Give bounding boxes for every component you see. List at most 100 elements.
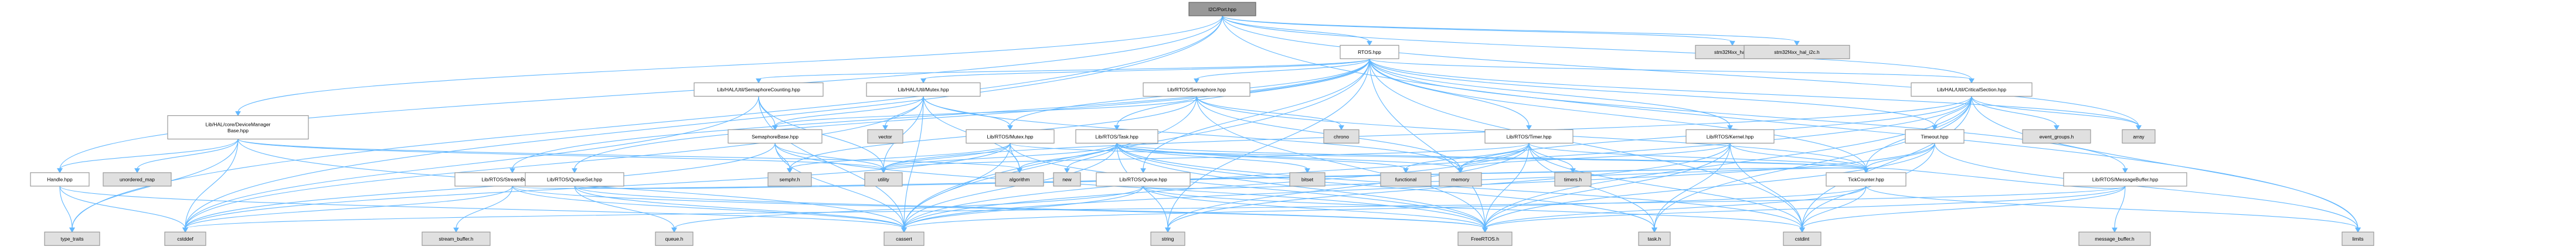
node-typetraits: type_traits	[44, 231, 100, 246]
node-halmutex[interactable]: Lib/HAL/Util/Mutex.hpp	[866, 82, 981, 97]
node-libsem[interactable]: Lib/RTOS/Semaphore.hpp	[1143, 82, 1250, 97]
edge-libsem-to-freertos	[1196, 96, 1486, 229]
node-label: Lib/RTOS/Timer.hpp	[1507, 133, 1552, 139]
node-box	[164, 231, 206, 246]
edge-queueset-to-tickcounter	[574, 167, 1867, 189]
node-box	[44, 231, 100, 246]
edge-rtos-to-msgbuf	[1369, 59, 2126, 169]
node-tickcounter[interactable]: TickCounter.hpp	[1826, 172, 1906, 187]
edge-task-to-utility	[883, 143, 1117, 170]
edge-rtos-to-streambuf	[512, 59, 1370, 169]
node-label: message_buffer.h	[2095, 236, 2135, 242]
edge-arrowhead	[1114, 125, 1120, 131]
node-label: stream_buffer.h	[439, 236, 474, 242]
node-chrono: chrono	[1323, 129, 1360, 144]
edge-rtos-to-kernel	[1369, 59, 1731, 126]
node-label: Lib/HAL/Util/Mutex.hpp	[898, 87, 949, 93]
node-task[interactable]: Lib/RTOS/Task.hpp	[1075, 129, 1158, 144]
node-box	[2341, 231, 2374, 246]
node-box	[1457, 231, 1513, 246]
edge-arrowhead	[1482, 227, 1488, 233]
node-box	[1289, 172, 1326, 187]
edge-arrowhead	[57, 168, 63, 173]
edge-streambuf-to-freertos	[512, 186, 1486, 229]
edge-arrowhead	[1729, 40, 1735, 46]
edge-sembase-to-cassert	[774, 143, 905, 229]
edge-task-to-freertos	[1116, 143, 1486, 229]
edge-halmutex-to-sembase	[774, 96, 924, 126]
node-queueset[interactable]: Lib/RTOS/QueueSet.hpp	[525, 172, 624, 187]
node-msgbuf[interactable]: Lib/RTOS/MessageBuffer.hpp	[2063, 172, 2187, 187]
node-timer[interactable]: Lib/RTOS/Timer.hpp	[1484, 129, 1574, 144]
edge-rtosmutex-to-utility	[883, 143, 1011, 170]
edge-task-to-cassert	[903, 143, 1117, 229]
node-box	[1075, 129, 1158, 144]
node-port[interactable]: I2C/Port.hpp	[1188, 2, 1256, 16]
node-box	[103, 172, 172, 187]
node-label: Lib/RTOS/Task.hpp	[1095, 133, 1139, 139]
node-box	[1685, 129, 1775, 144]
edge-kernel-to-cstdint	[1729, 143, 1803, 229]
node-algorithm: algorithm	[995, 172, 1044, 187]
edge-halmutex-to-rtosmutex	[923, 96, 1011, 126]
edge-timeout-to-freertos	[1484, 143, 1935, 229]
node-box	[1484, 129, 1574, 144]
edge-devmgr-to-unorderedmap	[137, 139, 239, 170]
node-memory: memory	[1439, 172, 1482, 187]
node-rtosmutex[interactable]: Lib/RTOS/Mutex.hpp	[966, 129, 1055, 144]
node-semcount[interactable]: Lib/HAL/Util/SemaphoreCounting.hpp	[694, 82, 824, 97]
edge-kernel-to-memory	[1460, 143, 1731, 170]
node-timeout[interactable]: Timeout.hpp	[1905, 129, 1965, 144]
edge-timeout-to-limits	[1934, 143, 2358, 229]
node-rtos[interactable]: RTOS.hpp	[1340, 44, 1399, 59]
node-label: Base.hpp	[227, 128, 249, 133]
node-box	[694, 82, 824, 97]
edge-arrowhead	[2355, 227, 2361, 233]
edge-rtos-to-rtosqueue	[1143, 59, 1370, 169]
edge-arrowhead	[1457, 168, 1463, 173]
edge-rtos-to-cstdint	[1369, 59, 1803, 229]
node-label: unordered_map	[120, 177, 155, 183]
edge-timer-to-freertos	[1484, 143, 1530, 229]
node-sembase[interactable]: SemaphoreBase.hpp	[728, 129, 823, 144]
node-rtosqueue[interactable]: Lib/RTOS/Queue.hpp	[1096, 172, 1191, 187]
edge-devmgr-to-cstddef	[185, 139, 239, 229]
node-timers: timers.h	[1554, 172, 1592, 187]
edge-arrowhead	[1338, 125, 1344, 131]
node-label: Lib/HAL/core/DeviceManager	[205, 121, 270, 127]
node-box	[1380, 172, 1432, 187]
edge-halmutex-to-cstddef	[185, 96, 924, 229]
node-unorderedmap: unordered_map	[103, 172, 172, 187]
node-critsect[interactable]: Lib/HAL/Util/CriticalSection.hpp	[1911, 82, 2033, 97]
node-kernel[interactable]: Lib/RTOS/Kernel.hpp	[1685, 129, 1775, 144]
edge-arrowhead	[1165, 227, 1171, 233]
edge-rtosmutex-to-cassert	[903, 143, 1011, 229]
node-label: Lib/HAL/Util/SemaphoreCounting.hpp	[717, 87, 800, 93]
node-handle[interactable]: Handle.hpp	[30, 172, 90, 187]
node-label: queue.h	[665, 236, 684, 242]
edge-arrowhead	[1526, 125, 1532, 131]
edges-layer	[57, 15, 2361, 233]
node-box	[1783, 231, 1821, 246]
node-taskh: task.h	[1638, 231, 1671, 246]
edge-port-to-critsect	[1222, 15, 1972, 80]
node-new: new	[1053, 172, 1081, 187]
edge-rtos-to-array	[1369, 59, 2139, 126]
edge-rtosqueue-to-freertos	[1143, 186, 1486, 229]
node-label: Lib/RTOS/Kernel.hpp	[1707, 133, 1754, 139]
node-box	[1096, 172, 1191, 187]
edge-port-to-stm32i2c	[1222, 15, 1797, 42]
node-label: new	[1062, 177, 1072, 183]
edge-tickcounter-to-cstdint	[1802, 186, 1867, 229]
edge-timer-to-functional	[1405, 143, 1530, 170]
edge-tickcounter-to-freertos	[1484, 186, 1867, 229]
node-box	[167, 115, 309, 140]
edge-port-to-devmgr	[237, 15, 1223, 112]
edge-arrowhead	[2122, 168, 2128, 173]
node-box	[995, 172, 1044, 187]
node-box	[866, 82, 981, 97]
node-label: Lib/RTOS/StreamBuffer.hpp	[481, 177, 543, 183]
edge-arrowhead	[882, 125, 888, 131]
node-bitset: bitset	[1289, 172, 1326, 187]
